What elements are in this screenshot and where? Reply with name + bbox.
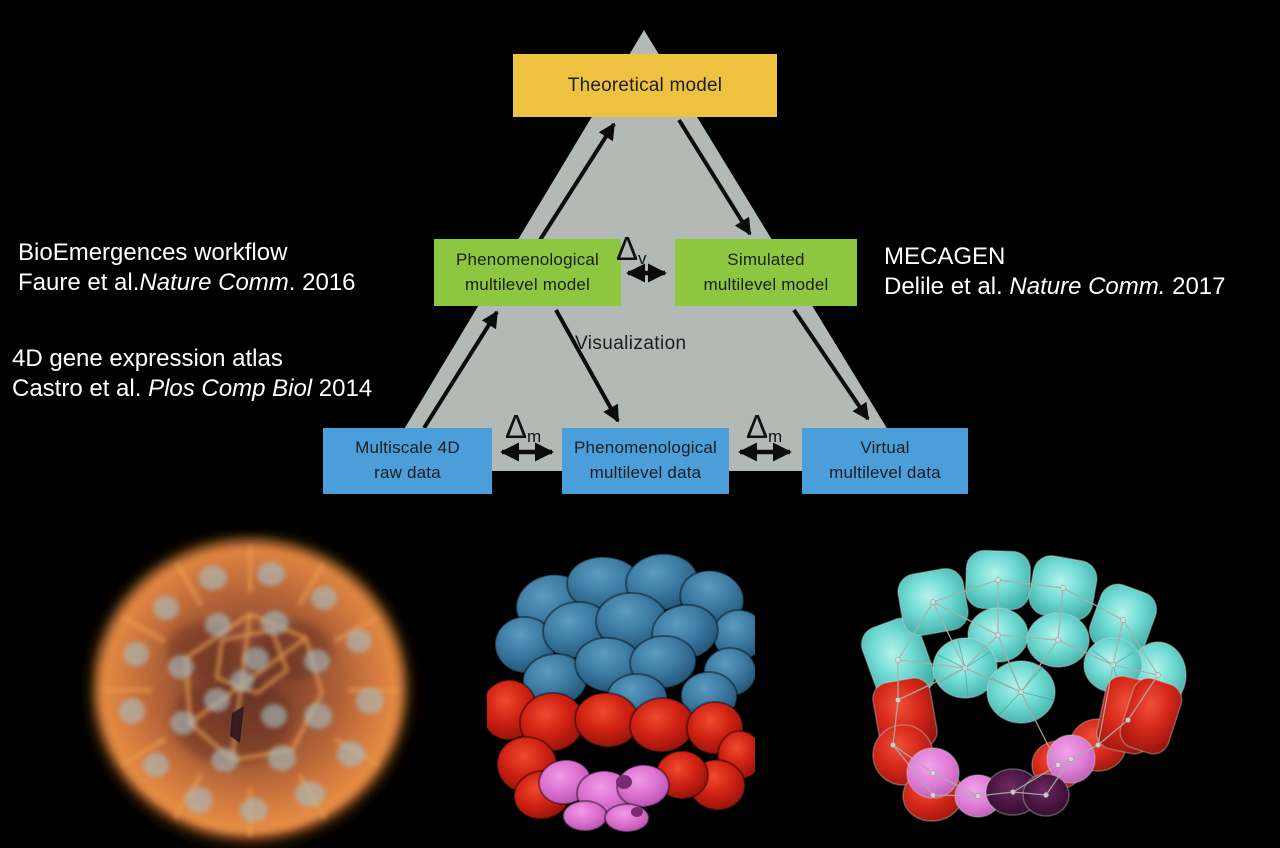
box-phenomenological-model: Phenomenological multilevel model xyxy=(434,239,621,306)
box-multiscale-raw-data: Multiscale 4D raw data xyxy=(323,428,492,494)
citation-journal: Nature Comm. xyxy=(1009,273,1166,301)
diagram-arrows xyxy=(422,118,870,462)
annotation-mecagen-line2: Delile et al. Nature Comm. 2017 xyxy=(884,272,1226,302)
delta-m-left-label: Δm xyxy=(505,410,541,447)
cyan-cell-cluster xyxy=(860,549,1187,724)
delta-subscript: v xyxy=(638,249,647,269)
box-theoretical-model-label: Theoretical model xyxy=(567,74,723,96)
citation-journal: Nature Comm xyxy=(139,269,289,297)
arrow-rawdata-to-model xyxy=(422,310,499,430)
delta-subscript: m xyxy=(768,427,783,447)
arrow-visualization xyxy=(554,309,620,423)
pink-cell-cluster xyxy=(538,758,670,833)
arrow-theory-to-simulated xyxy=(677,118,752,236)
arrow-simulated-to-virtualdata xyxy=(792,308,870,421)
delta-subscript: m xyxy=(527,427,542,447)
delta-m-right-label: Δm xyxy=(746,410,782,447)
box-phenomenological-data: Phenomenological multilevel data xyxy=(562,428,729,494)
delta-symbol: Δ xyxy=(746,408,769,445)
box-simulated-model-label: Simulated multilevel model xyxy=(703,249,829,294)
annotation-mecagen-line1: MECAGEN xyxy=(884,243,1006,270)
box-multiscale-raw-data-label: Multiscale 4D raw data xyxy=(355,438,460,482)
delta-symbol: Δ xyxy=(505,408,528,445)
triangle-shape xyxy=(379,30,913,471)
simulated-embryo-mesh-rendering xyxy=(860,549,1187,822)
box-virtual-data-label: Virtual multilevel data xyxy=(829,438,941,482)
segmented-embryo-3d-rendering xyxy=(487,552,755,833)
citation-year: . 2016 xyxy=(288,269,356,297)
box-theoretical-model: Theoretical model xyxy=(513,54,777,117)
annotation-atlas-line1: 4D gene expression atlas xyxy=(12,345,283,372)
delta-symbol: Δ xyxy=(616,230,639,267)
box-phenomenological-model-label: Phenomenological multilevel model xyxy=(455,249,600,294)
visualization-label: Visualization xyxy=(575,333,687,354)
citation-journal: Plos Comp Biol xyxy=(148,375,313,403)
annotation-bioemergences-line2: Faure et al.Nature Comm. 2016 xyxy=(18,268,356,298)
citation-year: 2017 xyxy=(1165,273,1226,301)
citation-authors: Delile et al. xyxy=(884,273,1010,301)
box-simulated-model: Simulated multilevel model xyxy=(675,239,857,306)
citation-authors: Faure et al. xyxy=(18,269,140,297)
arrow-model-to-theory xyxy=(538,122,616,242)
delta-v-label: Δv xyxy=(616,232,647,269)
box-phenomenological-data-label: Phenomenological multilevel data xyxy=(573,438,718,482)
citation-year: 2014 xyxy=(312,375,373,403)
annotation-mecagen: MECAGEN Delile et al. Nature Comm. 2017 xyxy=(884,242,1226,303)
blue-cell-cluster xyxy=(494,552,755,723)
annotation-atlas-line2: Castro et al. Plos Comp Biol 2014 xyxy=(12,374,372,404)
annotation-bioemergences-line1: BioEmergences workflow xyxy=(18,239,288,266)
annotation-bioemergences: BioEmergences workflow Faure et al.Natur… xyxy=(18,238,356,299)
annotation-atlas: 4D gene expression atlas Castro et al. P… xyxy=(12,344,372,405)
confocal-microscopy-embryo-image xyxy=(82,530,418,848)
citation-authors: Castro et al. xyxy=(12,375,149,403)
box-virtual-data: Virtual multilevel data xyxy=(802,428,968,494)
cell-center-mesh xyxy=(890,577,1161,799)
red-cell-cluster xyxy=(872,675,1183,822)
purple-cell-cluster xyxy=(985,768,1070,817)
mesh-nodes xyxy=(890,577,1161,799)
